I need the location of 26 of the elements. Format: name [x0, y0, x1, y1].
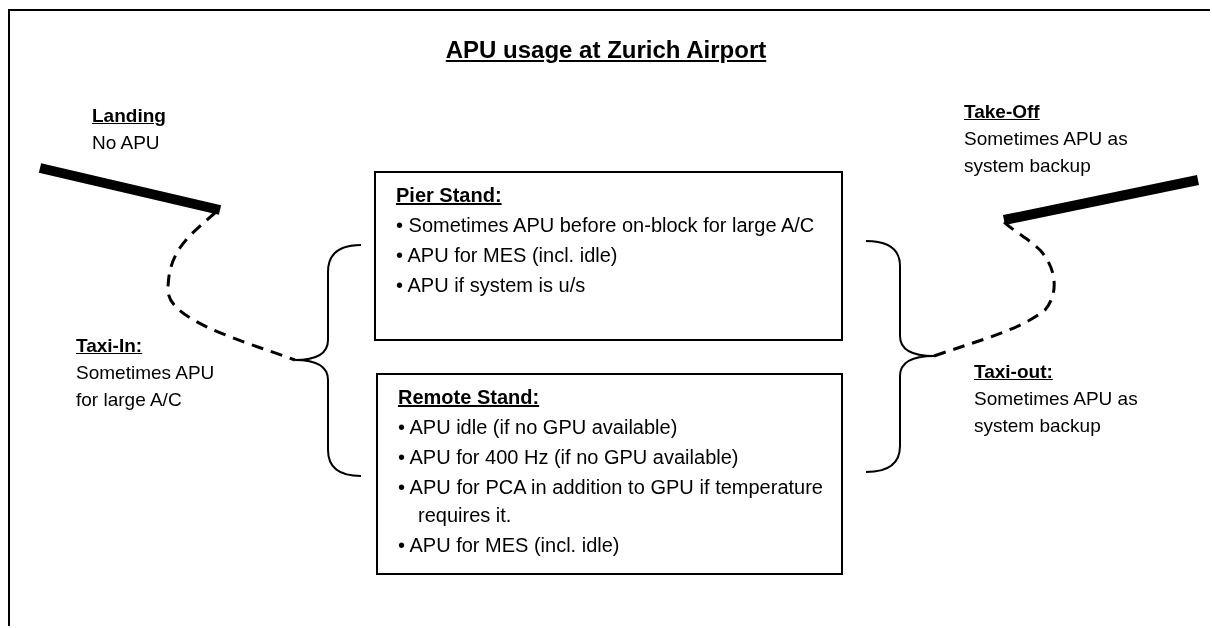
stand-box: [374, 171, 843, 341]
bullet-item: • Sometimes APU before on-block for large A/C: [396, 213, 816, 238]
runway-bar: [38, 163, 222, 215]
diagram-title: APU usage at Zurich Airport: [444, 36, 768, 64]
taxi-path-line: [933, 220, 1056, 358]
curly-brace: [865, 240, 935, 473]
phase-note: Sometimes APU for large A/C: [76, 361, 216, 412]
stand-box: [376, 373, 843, 575]
bullet-item: • APU for PCA in addition to GPU if temperature requires it.: [398, 475, 823, 528]
bullet-item: • APU if system is u/s: [396, 273, 587, 298]
phase-heading: Taxi-In:: [76, 334, 143, 358]
taxi-path-line: [166, 210, 296, 362]
box-heading: Pier Stand:: [396, 183, 503, 208]
runway-bar: [1003, 175, 1199, 225]
box-heading: Remote Stand:: [398, 385, 541, 410]
phase-heading: Landing: [92, 104, 166, 128]
phase-note: No APU: [92, 131, 161, 155]
phase-note: Sometimes APU as system backup: [974, 387, 1139, 438]
bullet-item: • APU idle (if no GPU available): [398, 415, 679, 440]
bullet-item: • APU for 400 Hz (if no GPU available): [398, 445, 740, 470]
phase-heading: Taxi-out:: [974, 360, 1053, 384]
phase-heading: Take-Off: [964, 100, 1040, 124]
phase-note: Sometimes APU as system backup: [964, 127, 1129, 178]
bullet-item: • APU for MES (incl. idle): [396, 243, 619, 268]
curly-brace: [294, 244, 362, 477]
bullet-item: • APU for MES (incl. idle): [398, 533, 621, 558]
